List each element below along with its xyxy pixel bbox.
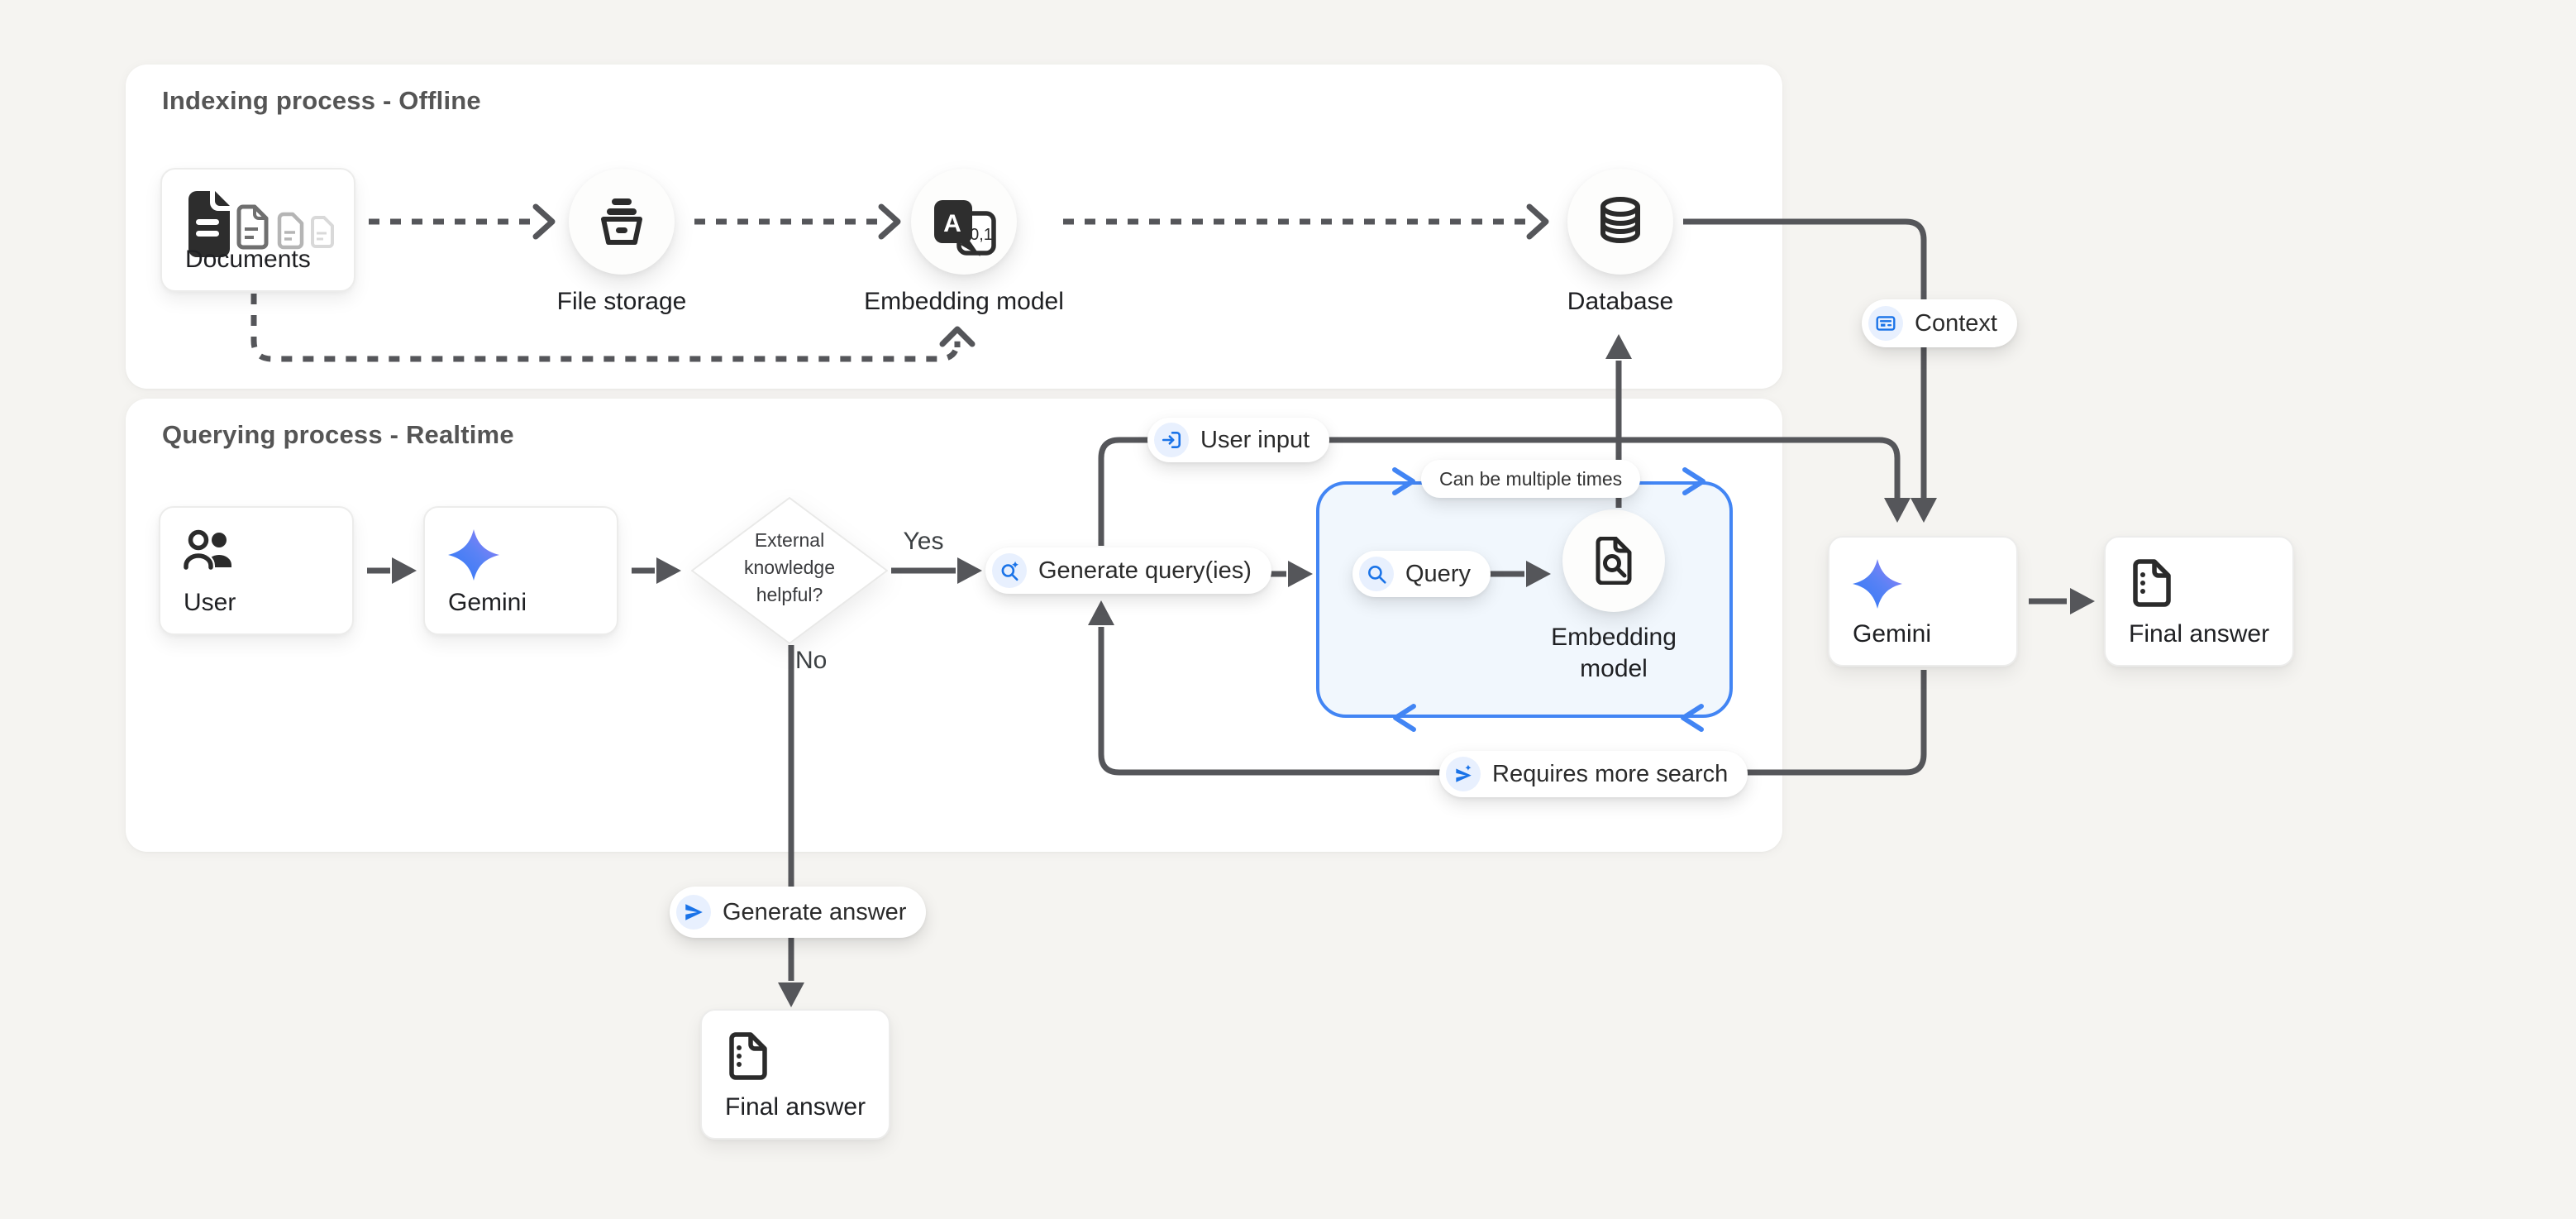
embedding-query-line1: Embedding: [1551, 624, 1677, 651]
embedding-query-line2: model: [1580, 655, 1648, 682]
search-sparkle-icon: [992, 553, 1027, 588]
user-input-label: User input: [1200, 426, 1310, 453]
documents-stack-icon: [188, 191, 334, 257]
final-answer-right-label: Final answer: [2129, 620, 2270, 648]
bucket-icon: [601, 198, 642, 245]
article-icon: [1868, 306, 1903, 341]
documents-label: Documents: [185, 246, 311, 273]
indexing-panel-title: Indexing process - Offline: [162, 86, 481, 115]
requires-more-search-badge: Requires more search: [1439, 751, 1748, 797]
send-sparkle-icon: [1446, 757, 1481, 791]
embedding-model-offline-node: A 0,1: [911, 169, 1017, 275]
decision-line2: knowledge: [744, 557, 835, 578]
generate-answer-badge: Generate answer: [670, 887, 927, 938]
final-answer-doc-icon: [2133, 559, 2171, 607]
can-be-multiple-times-label: Can be multiple times: [1439, 467, 1623, 490]
decision-line1: External: [754, 529, 825, 551]
arrowhead-down: [778, 982, 804, 1007]
user-label: User: [184, 589, 236, 616]
arrowhead-down: [1911, 498, 1937, 523]
user-node: User: [159, 506, 354, 635]
gemini-star-icon: [448, 529, 499, 581]
decision-diamond: [691, 497, 888, 644]
embedding-model-query-node: [1562, 509, 1665, 612]
requires-more-search-label: Requires more search: [1492, 760, 1729, 787]
final-answer-doc-icon: [729, 1032, 767, 1080]
querying-panel-title: Querying process - Realtime: [162, 420, 514, 449]
file-storage-label: File storage: [556, 288, 687, 315]
arrowhead: [2070, 588, 2095, 614]
generate-answer-label: Generate answer: [723, 898, 907, 925]
file-storage-node: [569, 169, 675, 275]
search-icon: [1359, 557, 1394, 591]
final-answer-right-node: Final answer: [2104, 536, 2294, 667]
gemini-star-icon: [1853, 559, 1902, 609]
gemini-first-node: Gemini: [423, 506, 618, 635]
query-label: Query: [1405, 560, 1471, 587]
can-be-multiple-times-badge: Can be multiple times: [1421, 460, 1641, 498]
database-node: [1567, 169, 1673, 275]
embedding-model-icon: A 0,1: [934, 200, 996, 256]
final-answer-bottom-label: Final answer: [725, 1093, 866, 1121]
user-group-icon: [184, 529, 231, 570]
database-label: Database: [1567, 288, 1674, 315]
context-label: Context: [1915, 309, 1997, 337]
documents-node: Documents: [160, 168, 355, 292]
embedding-model-query-label: Embedding model: [1481, 622, 1746, 685]
arrowhead-down: [1884, 498, 1911, 523]
input-login-icon: [1154, 423, 1189, 457]
generate-query-label: Generate query(ies): [1038, 557, 1252, 584]
database-icon: [1600, 197, 1640, 244]
embedding-model-offline-label: Embedding model: [864, 288, 1064, 315]
query-badge: Query: [1352, 551, 1491, 597]
svg-text:0,1: 0,1: [970, 226, 993, 244]
decision-text: External knowledge helpful?: [685, 527, 894, 609]
decision-line3: helpful?: [756, 584, 823, 605]
no-label: No: [795, 647, 828, 674]
file-search-icon: [1596, 537, 1632, 585]
svg-text:A: A: [943, 210, 961, 237]
gemini-final-label: Gemini: [1853, 620, 1932, 648]
gemini-final-node: Gemini: [1828, 536, 2018, 667]
user-input-badge: User input: [1147, 418, 1330, 462]
context-badge: Context: [1862, 299, 2017, 347]
generate-query-badge: Generate query(ies): [985, 547, 1271, 594]
send-icon: [676, 895, 711, 930]
final-answer-bottom-node: Final answer: [700, 1009, 890, 1140]
yes-label: Yes: [903, 528, 944, 555]
gemini-first-label: Gemini: [448, 589, 527, 616]
